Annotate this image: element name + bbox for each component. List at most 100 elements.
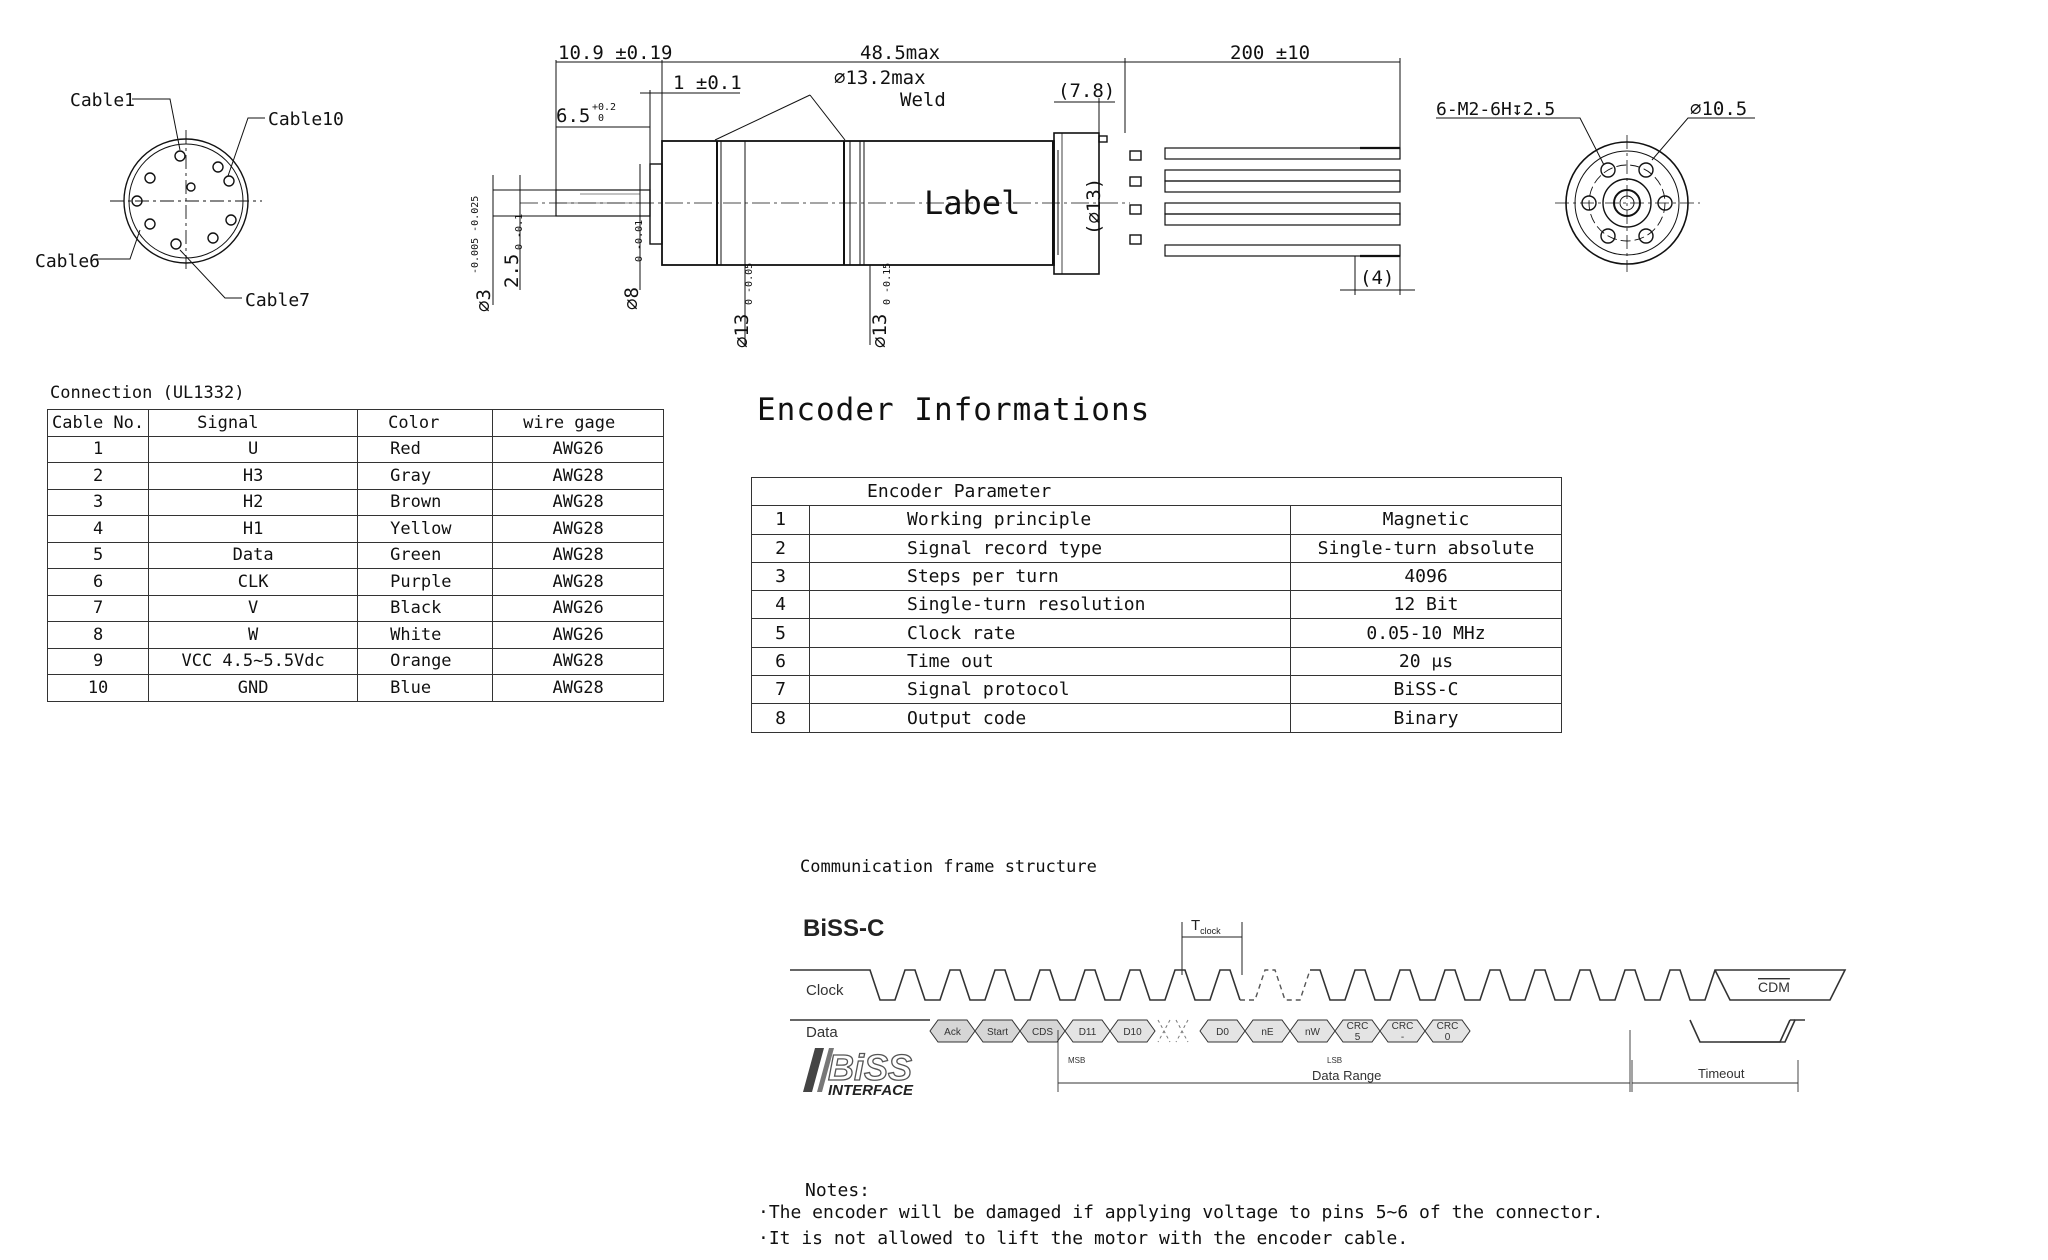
dim-6-5: 6.5 (556, 105, 590, 127)
wire-gage-cell: AWG28 (492, 541, 665, 569)
dim-3-tol: -0.005 -0.025 (470, 196, 481, 274)
cable-no-cell: 3 (46, 488, 150, 516)
cable6-label: Cable6 (35, 251, 100, 272)
param-name-cell: Output code (809, 703, 1291, 733)
param-value-cell: Single-turn absolute (1290, 533, 1562, 563)
dim-13-2max: ∅13.2max (834, 67, 926, 89)
dim-13-b: ∅13 (869, 314, 891, 348)
wire-gage-cell: AWG26 (492, 594, 665, 622)
signal-cell: VCC 4.5~5.5Vdc (148, 647, 359, 675)
data-range-label: Data Range (1312, 1068, 1381, 1083)
param-name-cell: Signal protocol (809, 675, 1291, 705)
cable7-label: Cable7 (245, 290, 310, 311)
param-name-cell: Working principle (809, 505, 1291, 535)
thread-spec: 6-M2-6H↧2.5 (1436, 99, 1555, 120)
color-cell: Green (357, 541, 494, 569)
wire-gage-cell: AWG26 (492, 435, 665, 463)
dim-2-5-tol: 0 -0.1 (514, 214, 525, 250)
signal-cell: CLK (148, 568, 359, 596)
data-field-label: nW (1305, 1027, 1321, 1038)
body-label-text: Label (924, 184, 1020, 222)
range-dimension-lines (1057, 1030, 1799, 1092)
data-timeout-line (1689, 1019, 1805, 1043)
signal-cell: U (148, 435, 359, 463)
data-label: Data (806, 1024, 838, 1041)
biss-interface-logo: BiSS INTERFACE (803, 1046, 914, 1099)
param-no-cell: 5 (751, 618, 810, 648)
cable-no-cell: 8 (46, 621, 150, 649)
wire-gage-cell: AWG28 (492, 647, 665, 675)
param-no-cell: 3 (751, 561, 810, 592)
cable-no-cell: 7 (46, 594, 150, 622)
param-no-cell: 6 (751, 646, 810, 677)
interface-logo-text: INTERFACE (828, 1082, 914, 1099)
header-signal: Signal (148, 409, 359, 437)
wire-gage-cell: AWG28 (492, 515, 665, 543)
color-cell: Orange (357, 647, 494, 675)
param-no-cell: 4 (751, 590, 810, 620)
data-field-label: CRC- (1392, 1021, 1414, 1043)
wire-gage-cell: AWG28 (492, 568, 665, 596)
signal-cell: H1 (148, 515, 359, 543)
dim-13-a: ∅13 (731, 314, 753, 348)
color-cell: Gray (357, 462, 494, 490)
cable10-label: Cable10 (268, 109, 344, 130)
dim-8: ∅8 (621, 287, 643, 310)
param-name-cell: Steps per turn (809, 561, 1291, 592)
data-field-label: D0 (1216, 1027, 1229, 1038)
data-field-box (1424, 1019, 1471, 1043)
param-name-cell: Signal record type (809, 533, 1291, 563)
lsb-label: LSB (1327, 1056, 1342, 1065)
dim-6-5-tol-top: +0.2 (592, 102, 616, 113)
color-cell: Black (357, 594, 494, 622)
dim-7-8: (7.8) (1058, 80, 1115, 102)
cable1-label: Cable1 (70, 90, 135, 111)
param-value-cell: Magnetic (1290, 505, 1562, 535)
wire-gage-cell: AWG28 (492, 674, 665, 702)
clock-waveform-tail (1310, 969, 1847, 1001)
signal-cell: V (148, 594, 359, 622)
signal-cell: W (148, 621, 359, 649)
cable-no-cell: 10 (46, 674, 150, 702)
color-cell: Purple (357, 568, 494, 596)
data-field-label: D11 (1079, 1027, 1097, 1038)
color-cell: Blue (357, 674, 494, 702)
encoder-header-row: Encoder Parameter (751, 476, 1562, 507)
notes-title: Notes: (805, 1180, 871, 1201)
dim-13-b-tol: 0 -0.15 (882, 263, 893, 305)
dim-4: (4) (1360, 267, 1394, 289)
param-value-cell: 12 Bit (1290, 590, 1562, 620)
motor-side-view (492, 58, 1415, 345)
note-item-2: ·It is not allowed to lift the motor wit… (758, 1228, 1409, 1249)
data-skip-marker (1157, 1019, 1189, 1043)
tclock-label: Tclock (1191, 917, 1221, 936)
dim-8-tol: 0 -0.01 (634, 220, 645, 262)
weld-label: Weld (900, 89, 946, 111)
dim-13-paren: (∅13) (1083, 178, 1105, 235)
header-color: Color (357, 409, 494, 437)
signal-cell: H3 (148, 462, 359, 490)
wire-gage-cell: AWG26 (492, 621, 665, 649)
data-field-label: Ack (944, 1027, 962, 1038)
param-value-cell: 0.05-10 MHz (1290, 618, 1562, 648)
cable-no-cell: 4 (46, 515, 150, 543)
clock-waveform-gap (1240, 969, 1311, 1001)
param-no-cell: 2 (751, 533, 810, 563)
param-value-cell: BiSS-C (1290, 675, 1562, 705)
param-name-cell: Clock rate (809, 618, 1291, 648)
signal-cell: GND (148, 674, 359, 702)
